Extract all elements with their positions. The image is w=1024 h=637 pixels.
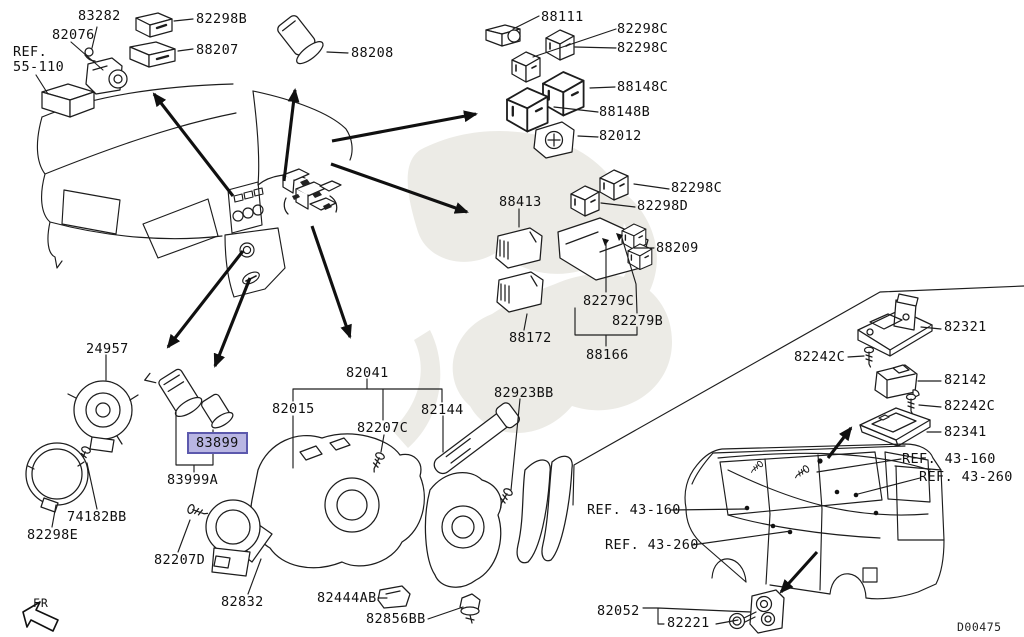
dash-switch-cluster — [282, 168, 342, 215]
part-label-82298C[interactable]: 82298C — [617, 40, 669, 56]
van-sketch — [684, 443, 945, 600]
part-label-74182BB[interactable]: 74182BB — [67, 509, 127, 525]
part-sketch-83899-knob — [200, 393, 234, 429]
part-sketch-83899-socket — [144, 368, 203, 418]
part-label-88172[interactable]: 88172 — [509, 330, 552, 346]
part-label-82041[interactable]: 82041 — [346, 365, 389, 381]
diagram-code: D00475 — [957, 620, 1002, 634]
part-label-82298B[interactable]: 82298B — [196, 11, 248, 27]
part-sketch-83282 — [84, 47, 96, 62]
part-label-REF-43-260[interactable]: REF. 43-260 — [919, 469, 1013, 485]
part-sketch-88111 — [485, 24, 521, 47]
part-label-82012[interactable]: 82012 — [599, 128, 642, 144]
part-label-82832[interactable]: 82832 — [221, 594, 264, 610]
part-sketch-82012 — [533, 121, 575, 159]
part-sketch-82221 — [728, 611, 757, 630]
part-label-88148B[interactable]: 88148B — [599, 104, 651, 120]
part-sketch-82832 — [205, 499, 261, 577]
part-label-83899[interactable]: 83899 — [187, 432, 248, 454]
part-sketch-24957 — [67, 380, 139, 453]
part-sketch-82052 — [749, 589, 785, 634]
part-sketch-82076 — [85, 57, 128, 95]
part-label-82298D[interactable]: 82298D — [637, 198, 689, 214]
fastener-dots — [744, 458, 879, 535]
part-label-82279C[interactable]: 82279C — [583, 293, 635, 309]
part-sketch-right-housing — [424, 472, 502, 588]
part-label-88148C[interactable]: 88148C — [617, 79, 669, 95]
part-label-REF-43-160[interactable]: REF. 43-160 — [902, 451, 996, 467]
part-label-82321[interactable]: 82321 — [944, 319, 987, 335]
part-label-88208[interactable]: 88208 — [351, 45, 394, 61]
part-sketch-82142 — [874, 364, 920, 399]
part-label-82341[interactable]: 82341 — [944, 424, 987, 440]
part-label-83282[interactable]: 83282 — [78, 8, 121, 24]
part-label-88166[interactable]: 88166 — [586, 347, 629, 363]
part-label-82221[interactable]: 82221 — [667, 615, 710, 631]
part-sketch-82321 — [857, 293, 933, 357]
dashboard-sketch — [36, 83, 353, 298]
part-sketch-82341 — [859, 407, 931, 447]
part-label-82298C[interactable]: 82298C — [671, 180, 723, 196]
part-sketch-88209 — [557, 217, 653, 281]
part-sketch-82444AB — [377, 585, 411, 609]
part-label-88111[interactable]: 88111 — [541, 9, 584, 25]
part-label-REF-55-110[interactable]: REF. 55-110 — [13, 44, 65, 75]
part-label-82298E[interactable]: 82298E — [27, 527, 79, 543]
part-label-83999A[interactable]: 83999A — [167, 472, 219, 488]
fr-orientation-label: FR — [33, 596, 49, 610]
leader-lines — [35, 15, 942, 625]
part-sketch-88208 — [277, 15, 324, 65]
part-sketch-82298E — [25, 442, 89, 513]
part-label-82052[interactable]: 82052 — [597, 603, 640, 619]
part-label-82207C[interactable]: 82207C — [357, 420, 409, 436]
part-label-82144[interactable]: 82144 — [421, 402, 464, 418]
watermark-graphic — [392, 130, 672, 448]
part-label-REF-43-160[interactable]: REF. 43-160 — [587, 502, 681, 518]
part-label-82142[interactable]: 82142 — [944, 372, 987, 388]
part-sketch-88172-connector — [496, 271, 544, 313]
part-sketch-paddles — [516, 455, 573, 564]
part-label-82207D[interactable]: 82207D — [154, 552, 206, 568]
part-label-82923BB[interactable]: 82923BB — [494, 385, 554, 401]
part-sketch-88413-connector — [495, 227, 543, 269]
part-label-82298C[interactable]: 82298C — [617, 21, 669, 37]
part-sketch-82144-stalk — [433, 402, 520, 475]
part-sketch-column-assembly — [233, 433, 425, 569]
part-label-88207[interactable]: 88207 — [196, 42, 239, 58]
locator-arrows — [152, 88, 853, 594]
part-label-REF-43-260[interactable]: REF. 43-260 — [605, 537, 699, 553]
part-sketch-82856BB — [459, 593, 481, 624]
part-label-82015[interactable]: 82015 — [272, 401, 315, 417]
part-label-82444AB[interactable]: 82444AB — [317, 590, 377, 606]
part-label-82242C[interactable]: 82242C — [944, 398, 996, 414]
part-label-82242C[interactable]: 82242C — [794, 349, 846, 365]
part-label-82856BB[interactable]: 82856BB — [366, 611, 426, 627]
part-label-82076[interactable]: 82076 — [52, 27, 95, 43]
part-label-82279B[interactable]: 82279B — [612, 313, 664, 329]
part-label-24957[interactable]: 24957 — [86, 341, 129, 357]
part-sketch-82298B — [135, 12, 173, 38]
section-divider — [572, 285, 1024, 506]
part-sketch-ref-55-110 — [41, 83, 95, 118]
part-label-88413[interactable]: 88413 — [499, 194, 542, 210]
part-label-88209[interactable]: 88209 — [656, 240, 699, 256]
fr-arrow-icon — [22, 601, 59, 632]
part-sketch-88207 — [129, 41, 176, 68]
